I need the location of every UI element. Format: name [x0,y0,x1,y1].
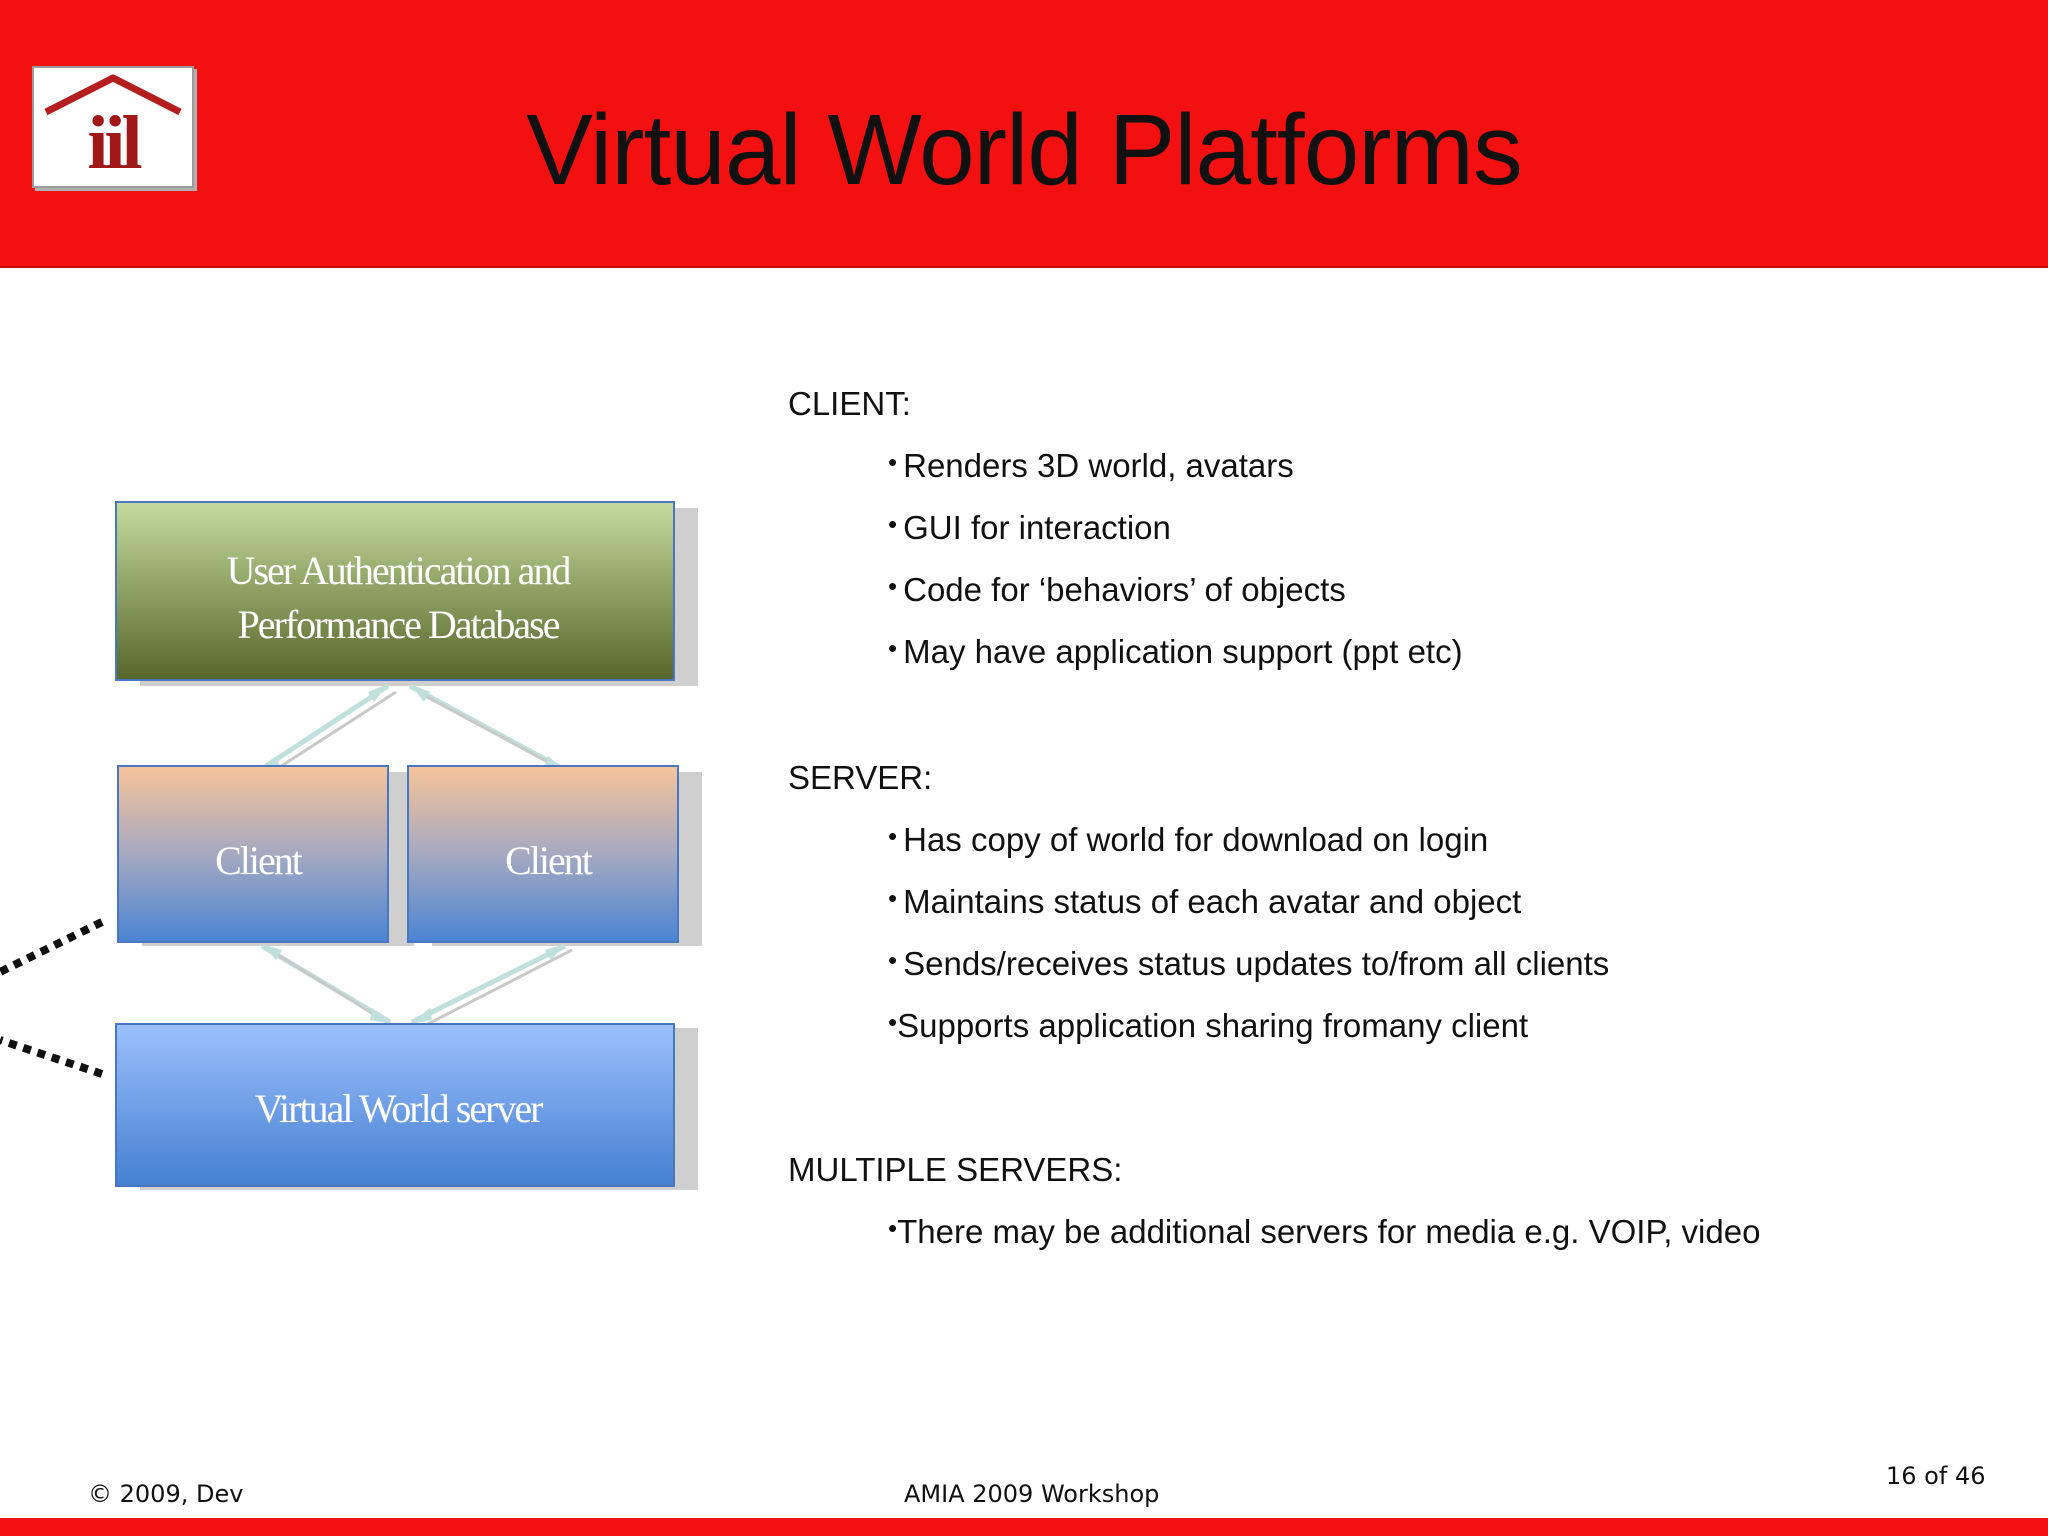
slide-title-text: Virtual World Platforms [526,94,1523,206]
bullet-icon: • [888,945,898,975]
auth-box-label-line1: User Authentication and [227,548,572,593]
client-bullet: •GUI for interaction [888,509,1171,546]
server-box-label: Virtual World server [255,1086,544,1131]
bullet-icon: • [888,1213,898,1243]
client-right-box [407,765,679,943]
bullet-icon: • [888,883,898,913]
multiple-servers-heading: MULTIPLE SERVERS: [788,1151,1123,1188]
virtual-world-server-box [115,1023,675,1187]
bullet-icon: • [888,447,898,477]
client-left-box [117,765,389,943]
dotted-line-upper [0,918,104,976]
server-heading: SERVER: [788,759,933,796]
auth-box-label-line2: Performance Database [238,602,560,647]
arrowhead-icon [368,684,388,702]
client-right-label: Client [505,838,593,883]
bullet-icon: • [888,821,898,851]
client-bullet: •Code for ‘behaviors’ of objects [888,571,1346,608]
client-heading: CLIENT: [788,385,911,422]
arrowhead-icon [545,944,565,960]
multiple-servers-bullet: •There may be additional servers for med… [888,1213,1761,1250]
footer-page-number: 16 of 46 [1886,1462,1986,1490]
bullet-icon: • [888,633,898,663]
client-bullet: •May have application support (ppt etc) [888,633,1463,670]
arrow-client-right-server [410,943,567,1025]
client-bullet: •Renders 3D world, avatars [888,447,1294,484]
footer-event: AMIA 2009 Workshop [904,1480,1160,1508]
auth-database-box [115,501,675,681]
arrowhead-icon [370,1008,392,1024]
logo-text: iil [87,101,141,185]
server-bullet: •Supports application sharing fromany cl… [888,1007,1529,1044]
arrowhead-icon [262,944,282,960]
iil-logo: iil [32,66,194,188]
footer-copyright: © 2009, Dev [88,1480,244,1508]
arrowhead-icon [410,1008,432,1024]
architecture-diagram: User Authentication and Performance Data… [0,501,702,1190]
arrow-auth-client-left [258,683,390,773]
dotted-line-lower [0,1036,104,1078]
bullet-icon: • [888,509,898,539]
server-bullet: •Has copy of world for download on login [888,821,1489,858]
footer-band [0,1518,2048,1536]
slide-title: Virtual World Platforms [0,90,2048,210]
bullet-icon: • [888,1007,898,1037]
server-bullet: •Sends/receives status updates to/from a… [888,945,1610,982]
header-band [0,0,2048,268]
server-bullet: •Maintains status of each avatar and obj… [888,883,1522,920]
arrowhead-icon [410,684,430,702]
client-left-label: Client [215,838,303,883]
bullet-icon: • [888,571,898,601]
house-logo-icon: iil [44,74,182,185]
